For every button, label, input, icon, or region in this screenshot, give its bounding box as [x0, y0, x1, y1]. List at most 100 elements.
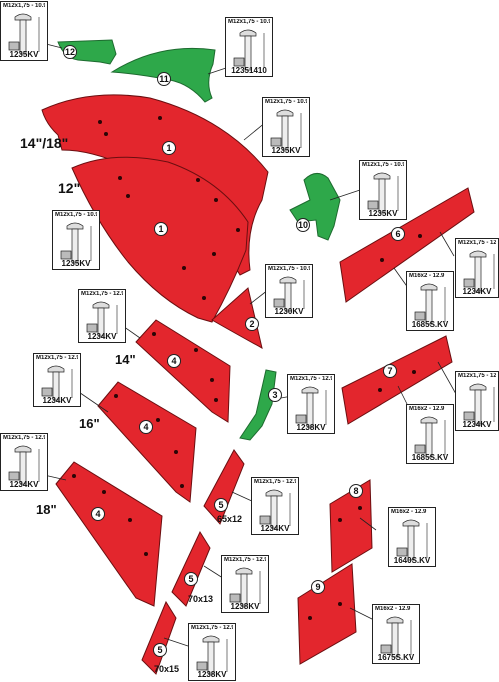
fastener-spec: M12x1,75 - 12.9 — [458, 240, 496, 246]
size-label-12: 12" — [58, 180, 81, 196]
size-label-14: 14" — [115, 352, 136, 367]
fastener-callout-f-4c: M12x1,75 - 12.9 1234KV — [0, 433, 48, 491]
fastener-spec: M12x1,75 - 10.9 — [268, 266, 310, 272]
fastener-spec: M12x1,75 - 10.9 — [362, 162, 404, 168]
fastener-code: 1238KV — [230, 602, 260, 611]
fastener-code: 1675S.KV — [377, 653, 415, 662]
fastener-spec: M16x2 - 12.9 — [375, 606, 411, 612]
bolt-icon — [463, 383, 495, 425]
fastener-code: 1234KV — [260, 524, 290, 533]
bolt-icon — [396, 519, 428, 561]
fastener-spec: M12x1,75 - 10.9 — [265, 99, 307, 105]
fastener-code: 1230KV — [274, 307, 304, 316]
part-5-point-a — [203, 449, 245, 525]
fastener-callout-f-bracket10: M12x1,75 - 10.9 1235KV — [359, 160, 407, 220]
part-marker-p12: 12 — [63, 45, 77, 59]
fastener-code: 1235KV — [368, 209, 398, 218]
fastener-callout-f-top_left: M12x1,75 - 10.9 1235KV — [0, 1, 48, 61]
fastener-callout-f-4b: M12x1,75 - 12.9 1234KV — [33, 353, 81, 407]
part-marker-p10: 10 — [296, 218, 310, 232]
fastener-code: 1235KV — [271, 146, 301, 155]
fastener-code: 1640S.KV — [393, 556, 431, 565]
part-4-share-16 — [97, 381, 197, 503]
fastener-callout-f-share1b: M12x1,75 - 10.9 1235KV — [52, 210, 100, 270]
fastener-callout-f-4a: M12x1,75 - 12.9 1234KV — [78, 289, 126, 343]
fastener-spec: M12x1,75 - 12.9 — [224, 557, 266, 563]
fastener-callout-f-7b: M16x2 - 12.9 1685S.KV — [406, 404, 454, 464]
part-7-bar — [341, 335, 453, 425]
bolt-icon — [367, 172, 399, 214]
fastener-callout-f-8: M16x2 - 12.9 1640S.KV — [388, 507, 436, 567]
part-6-bar — [339, 187, 475, 303]
fastener-code: 1234KV — [9, 480, 39, 489]
part-marker-p5b: 5 — [184, 572, 198, 586]
point-size-a: 65x12 — [217, 514, 243, 524]
part-5-point-b — [171, 530, 211, 607]
bolt-icon — [380, 616, 412, 658]
fastener-code: 1238KV — [197, 670, 227, 679]
fastener-code: 1234KV — [42, 396, 72, 405]
part-5-point-c — [141, 600, 177, 675]
bolt-icon — [41, 365, 73, 401]
fastener-spec: M12x1,75 - 12.9 — [191, 625, 233, 631]
bolt-icon — [8, 13, 40, 55]
fastener-callout-f-part3: M12x1,75 - 12.9 1238KV — [287, 374, 335, 434]
part-marker-p5a: 5 — [214, 498, 228, 512]
fastener-spec: M16x2 - 12.9 — [391, 509, 427, 515]
part-marker-p7: 7 — [383, 364, 397, 378]
fastener-spec: M16x2 - 12.9 — [409, 273, 445, 279]
part-4-share-18 — [55, 461, 163, 607]
fastener-spec: M12x1,75 - 10.9 — [228, 19, 270, 25]
bolt-icon — [295, 386, 327, 428]
part-marker-p8: 8 — [349, 484, 363, 498]
bolt-icon — [414, 283, 446, 325]
bolt-icon — [273, 276, 305, 312]
fastener-callout-f-5b: M12x1,75 - 12.9 1238KV — [221, 555, 269, 613]
bolt-icon — [233, 29, 265, 71]
fastener-callout-f-6a: M12x1,75 - 12.9 1234KV — [455, 238, 499, 298]
bolt-icon — [196, 635, 228, 675]
fastener-code: 1234KV — [87, 332, 117, 341]
size-label-14-18: 14"/18" — [20, 135, 69, 151]
fastener-spec: M12x1,75 - 10.9 — [55, 212, 97, 218]
fastener-callout-f-share1a: M12x1,75 - 10.9 1235KV — [262, 97, 310, 157]
part-marker-p1a: 1 — [162, 141, 176, 155]
fastener-spec: M12x1,75 - 12.9 — [36, 355, 78, 361]
fastener-code: 1234KV — [462, 420, 492, 429]
part-2-wedge — [211, 287, 263, 349]
part-4-share-14 — [135, 319, 231, 423]
fastener-callout-f-7a: M12x1,75 - 12.9 1234KV — [455, 371, 499, 431]
bolt-icon — [463, 250, 495, 292]
part-marker-p5c: 5 — [153, 643, 167, 657]
bolt-holes — [72, 116, 422, 620]
fastener-spec: M16x2 - 12.9 — [409, 406, 445, 412]
fastener-callout-f-top_mid: M12x1,75 - 10.9 12351410 — [225, 17, 273, 77]
point-size-c: 70x15 — [154, 664, 180, 674]
bolt-icon — [259, 489, 291, 529]
bolt-icon — [86, 301, 118, 337]
part-marker-p2: 2 — [245, 317, 259, 331]
part-marker-p4c: 4 — [91, 507, 105, 521]
fastener-code: 12351410 — [231, 66, 267, 75]
part-1-mouldboard-12 — [71, 156, 249, 323]
part-marker-p4b: 4 — [139, 420, 153, 434]
fastener-spec: M12x1,75 - 12.9 — [290, 376, 332, 382]
part-marker-p3: 3 — [268, 388, 282, 402]
fastener-callout-f-5a: M12x1,75 - 12.9 1234KV — [251, 477, 299, 535]
bolt-icon — [229, 567, 261, 607]
fastener-code: 1238KV — [296, 423, 326, 432]
bolt-icon — [414, 416, 446, 458]
part-9-plate — [297, 563, 357, 665]
fastener-spec: M12x1,75 - 12.9 — [3, 435, 45, 441]
size-label-18: 18" — [36, 502, 57, 517]
part-marker-p6: 6 — [391, 227, 405, 241]
fastener-code: 1685S.KV — [411, 453, 449, 462]
bolt-icon — [60, 222, 92, 264]
fastener-callout-f-5c: M12x1,75 - 12.9 1238KV — [188, 623, 236, 681]
fastener-code: 1685S.KV — [411, 320, 449, 329]
part-3-bar — [239, 369, 277, 441]
fastener-code: 1234KV — [462, 287, 492, 296]
part-marker-p11: 11 — [157, 72, 171, 86]
fastener-callout-f-part2: M12x1,75 - 10.9 1230KV — [265, 264, 313, 318]
